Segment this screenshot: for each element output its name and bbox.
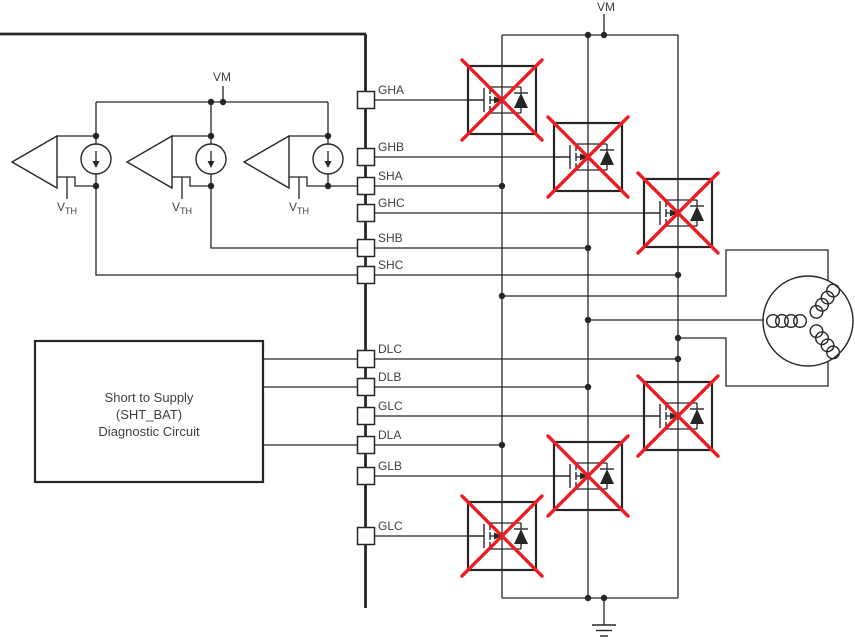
pin-dla-label: DLA bbox=[378, 428, 401, 442]
supply-rails bbox=[0, 32, 367, 608]
pin-dlb: DLB bbox=[263, 370, 588, 397]
vm-left-label: VM bbox=[213, 70, 231, 84]
pin-shc: SHC bbox=[356, 258, 678, 285]
junction-dot bbox=[498, 292, 506, 300]
pin-sha-box bbox=[356, 176, 376, 196]
pin-dlc: DLC bbox=[263, 342, 678, 369]
pin-shc-box bbox=[356, 265, 376, 285]
junction-dot bbox=[600, 594, 608, 602]
comparator-shb-output bbox=[210, 186, 366, 249]
motor-coil-left bbox=[766, 314, 807, 328]
pin-gha: GHA bbox=[356, 83, 484, 110]
pin-glc: GLC bbox=[356, 399, 660, 426]
pin-gha-label: GHA bbox=[378, 83, 404, 97]
pin-dlc-box bbox=[356, 349, 376, 369]
comparator-network: VM VTH VTH VTH bbox=[11, 70, 366, 276]
junction-dot bbox=[207, 98, 215, 106]
comparator-shc-output bbox=[95, 186, 366, 276]
vm-top-label: VM bbox=[597, 0, 615, 14]
pin-dlc-label: DLC bbox=[378, 342, 402, 356]
vth-label-1: VTH bbox=[289, 200, 309, 216]
phase-c-motor-wire bbox=[678, 337, 829, 387]
pin-shb-label: SHB bbox=[378, 231, 403, 245]
pin-dla-box bbox=[356, 435, 376, 455]
ground-symbol bbox=[592, 598, 616, 637]
device-pins: GHA GHB SHA GHC SHB SHC bbox=[263, 83, 678, 546]
pin-gha-box bbox=[356, 90, 376, 110]
junction-dot bbox=[219, 98, 227, 106]
diagnostic-box-line2: (SHT_BAT) bbox=[116, 407, 182, 422]
junction-dot bbox=[674, 334, 682, 342]
pin-ghb-box bbox=[356, 147, 376, 167]
pin-ghb-label: GHB bbox=[378, 140, 404, 154]
pin-shb: SHB bbox=[356, 231, 588, 258]
comparator-shb bbox=[126, 101, 227, 200]
pin-glb-box bbox=[356, 466, 376, 486]
junction-dot bbox=[584, 594, 592, 602]
vth-label-2: VTH bbox=[172, 200, 192, 216]
junction-dot bbox=[584, 316, 592, 324]
comparator-sha bbox=[243, 101, 344, 200]
pin-glb: GLB bbox=[356, 459, 570, 486]
pin-ghb: GHB bbox=[356, 140, 570, 167]
motor-coil-upper bbox=[806, 281, 843, 322]
power-stage: VM bbox=[460, 0, 829, 637]
pin-glc-bottom: GLC bbox=[356, 519, 484, 546]
junction-dot bbox=[600, 31, 608, 39]
vth-label-3: VTH bbox=[57, 200, 77, 216]
pin-glc-bottom-label: GLC bbox=[378, 519, 403, 533]
pin-dla: DLA bbox=[263, 428, 502, 455]
pin-ghc-label: GHC bbox=[378, 196, 405, 210]
motor-body bbox=[762, 275, 854, 367]
motor bbox=[762, 275, 854, 367]
diagnostic-box bbox=[33, 339, 265, 484]
pin-dlb-box bbox=[356, 377, 376, 397]
diagnostic-box-line1: Short to Supply bbox=[105, 390, 194, 405]
pin-sha: SHA bbox=[356, 169, 502, 196]
diagnostic-box-line3: Diagnostic Circuit bbox=[98, 424, 200, 439]
pin-glb-label: GLB bbox=[378, 459, 402, 473]
pin-sha-label: SHA bbox=[378, 169, 403, 183]
comparator-shc bbox=[11, 101, 112, 200]
pin-glc-bottom-box bbox=[356, 526, 376, 546]
pin-glc-box bbox=[356, 406, 376, 426]
pin-glc-label: GLC bbox=[378, 399, 403, 413]
pin-ghc: GHC bbox=[356, 196, 660, 223]
diagnostic-block: Short to Supply (SHT_BAT) Diagnostic Cir… bbox=[33, 339, 265, 484]
pin-dlb-label: DLB bbox=[378, 370, 401, 384]
junction-dot bbox=[584, 31, 592, 39]
pin-shb-box bbox=[356, 238, 376, 258]
pin-ghc-box bbox=[356, 203, 376, 223]
phase-a-motor-wire bbox=[502, 249, 829, 297]
pin-shc-label: SHC bbox=[378, 258, 404, 272]
